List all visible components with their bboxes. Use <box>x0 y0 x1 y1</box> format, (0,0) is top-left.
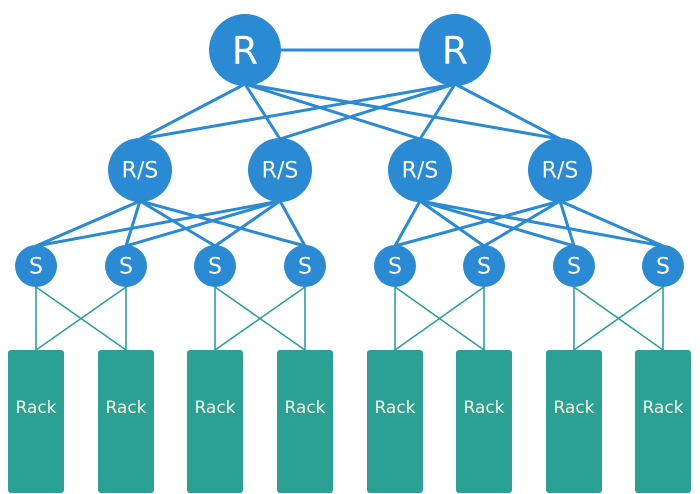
rack-label: Rack <box>374 398 415 418</box>
rs-to-switch-link <box>558 199 576 248</box>
router-switch-node-circle <box>528 138 592 202</box>
switch-node: S <box>463 245 505 287</box>
rack-box <box>187 350 243 493</box>
router-to-rs-link <box>418 82 457 141</box>
switch-node: S <box>15 245 57 287</box>
router-switch-node-label: R/S <box>402 159 439 184</box>
router-switch-node: R/S <box>388 138 452 202</box>
switch-node-label: S <box>388 255 402 280</box>
rack-box <box>456 350 512 493</box>
rs-to-switch-link <box>124 199 282 248</box>
switch-node-circle <box>15 245 57 287</box>
rs-to-switch-link <box>34 199 282 248</box>
switch-node-circle <box>553 245 595 287</box>
rack-box <box>546 350 602 493</box>
rs-to-switch-link <box>138 199 217 248</box>
router-switch-node-label: R/S <box>122 159 159 184</box>
router-switch-node-label: R/S <box>542 159 579 184</box>
rack-node: Rack <box>546 350 602 493</box>
switch-node: S <box>374 245 416 287</box>
switch-node-label: S <box>29 255 43 280</box>
router-to-rs-link <box>278 82 457 141</box>
router-node: R <box>209 14 281 86</box>
rack-node: Rack <box>456 350 512 493</box>
rack-node: Rack <box>8 350 64 493</box>
router-switch-node-circle <box>108 138 172 202</box>
rack-box <box>8 350 64 493</box>
rack-box <box>98 350 154 493</box>
switch-node: S <box>553 245 595 287</box>
rs-to-switch-link <box>418 199 576 248</box>
router-to-rs-link <box>138 82 457 141</box>
rs-to-switch-link <box>34 199 142 248</box>
switch-node-circle <box>284 245 326 287</box>
router-node-label: R <box>442 29 468 73</box>
switch-to-rack-link <box>394 286 485 351</box>
switch-to-rack-link <box>214 286 306 351</box>
router-to-rs-link <box>453 82 562 141</box>
router-switch-node: R/S <box>108 138 172 202</box>
rs-to-switch-link <box>393 199 562 248</box>
switch-node: S <box>194 245 236 287</box>
switch-node-label: S <box>298 255 312 280</box>
router-to-rs-link <box>138 82 247 141</box>
rs-to-switch-link <box>138 199 307 248</box>
switch-node-circle <box>463 245 505 287</box>
router-to-rs-link <box>243 82 282 141</box>
rack-label: Rack <box>105 398 146 418</box>
router-to-rs-link <box>243 82 422 141</box>
switch-to-rack-link <box>573 286 664 351</box>
rs-to-switch-link <box>213 199 282 248</box>
rack-box <box>635 350 691 493</box>
rs-to-switch-link <box>482 199 562 248</box>
switch-node-label: S <box>119 255 133 280</box>
router-node: R <box>419 14 491 86</box>
switch-node-label: S <box>567 255 581 280</box>
rack-box <box>367 350 423 493</box>
rs-to-switch-link <box>393 199 422 248</box>
rs-to-switch-link <box>124 199 142 248</box>
router-switch-node: R/S <box>528 138 592 202</box>
rack-label: Rack <box>463 398 504 418</box>
router-node-circle <box>209 14 281 86</box>
rs-to-switch-link <box>418 199 665 248</box>
rack-node: Rack <box>635 350 691 493</box>
switch-node-circle <box>105 245 147 287</box>
rack-node: Rack <box>98 350 154 493</box>
router-switch-node-label: R/S <box>262 159 299 184</box>
rack-box <box>277 350 333 493</box>
router-node-label: R <box>232 29 258 73</box>
rack-node: Rack <box>187 350 243 493</box>
router-to-rs-link <box>243 82 562 141</box>
rs-to-switch-link <box>278 199 307 248</box>
switch-node: S <box>284 245 326 287</box>
switch-node-label: S <box>208 255 222 280</box>
switch-node: S <box>105 245 147 287</box>
router-node-circle <box>419 14 491 86</box>
rack-label: Rack <box>642 398 683 418</box>
rack-node: Rack <box>277 350 333 493</box>
rack-label: Rack <box>15 398 56 418</box>
switch-node-circle <box>374 245 416 287</box>
rack-label: Rack <box>194 398 235 418</box>
switch-node-label: S <box>477 255 491 280</box>
rack-label: Rack <box>284 398 325 418</box>
nodes-layer: R R R/S R/S R/S R/S S S S S S S S S Rack Rack Rack Rack Ra… <box>8 14 691 493</box>
rack-node: Rack <box>367 350 423 493</box>
switch-node-circle <box>194 245 236 287</box>
links-layer <box>34 48 665 351</box>
switch-node: S <box>642 245 684 287</box>
router-switch-node-circle <box>248 138 312 202</box>
router-switch-node: R/S <box>248 138 312 202</box>
switch-node-label: S <box>656 255 670 280</box>
rack-label: Rack <box>553 398 594 418</box>
rs-to-switch-link <box>418 199 486 248</box>
rs-to-switch-link <box>558 199 665 248</box>
switch-to-rack-link <box>35 286 127 351</box>
switch-node-circle <box>642 245 684 287</box>
router-switch-node-circle <box>388 138 452 202</box>
